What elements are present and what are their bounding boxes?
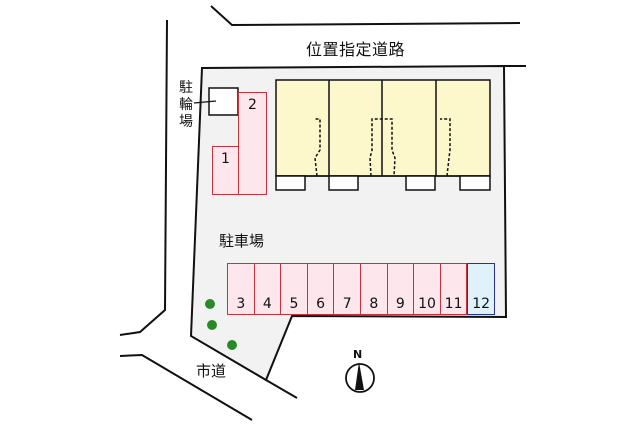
- space-number: 6: [316, 296, 326, 312]
- parking-space-7[interactable]: 7: [333, 263, 361, 315]
- space-number: 5: [289, 296, 299, 312]
- city-road-label: 市道: [196, 362, 227, 380]
- parking-lot-label: 駐車場: [219, 232, 265, 250]
- bicycle-parking-label: 駐輪場: [179, 80, 193, 130]
- tree-icon: [227, 340, 237, 350]
- space-number: 7: [342, 296, 352, 312]
- parking-space-1[interactable]: 1: [212, 146, 239, 195]
- north-compass-icon: [345, 362, 375, 393]
- parking-space-4[interactable]: 4: [253, 263, 282, 315]
- space-number: 8: [369, 296, 379, 312]
- parking-space-2[interactable]: 2: [238, 92, 267, 195]
- parking-space-5[interactable]: 5: [280, 263, 308, 315]
- parking-row: 3 4 5 6 7 8 9 10 11 12: [227, 263, 495, 315]
- tree-icon: [205, 299, 215, 309]
- space-number: 1: [221, 151, 230, 167]
- north-label: N: [353, 348, 363, 361]
- left-road-edge: [119, 19, 168, 336]
- parking-space-9[interactable]: 9: [386, 263, 415, 315]
- parking-space-12[interactable]: 12: [467, 263, 495, 315]
- trees: [205, 299, 237, 350]
- space-number: 2: [248, 97, 257, 113]
- space-number: 10: [418, 296, 436, 312]
- space-number: 9: [395, 296, 405, 312]
- parking-space-11[interactable]: 11: [439, 263, 468, 315]
- city-road-lower-edge: [119, 353, 253, 421]
- space-number: 4: [262, 296, 272, 312]
- parking-space-8[interactable]: 8: [360, 263, 388, 315]
- designated-road-label: 位置指定道路: [306, 40, 406, 59]
- road-lines: [119, 5, 526, 421]
- tree-icon: [207, 320, 217, 330]
- space-number: 3: [236, 296, 246, 312]
- parking-space-6[interactable]: 6: [306, 263, 335, 315]
- parking-space-10[interactable]: 10: [413, 263, 441, 315]
- space-number: 11: [444, 296, 463, 312]
- bicycle-label-leader: [193, 100, 217, 104]
- designated-road-upper-edge: [210, 5, 521, 27]
- parking-space-3[interactable]: 3: [227, 263, 255, 315]
- space-number: 12: [472, 296, 491, 312]
- apartment-building: [275, 79, 491, 191]
- city-road-upper-edge: [265, 379, 298, 399]
